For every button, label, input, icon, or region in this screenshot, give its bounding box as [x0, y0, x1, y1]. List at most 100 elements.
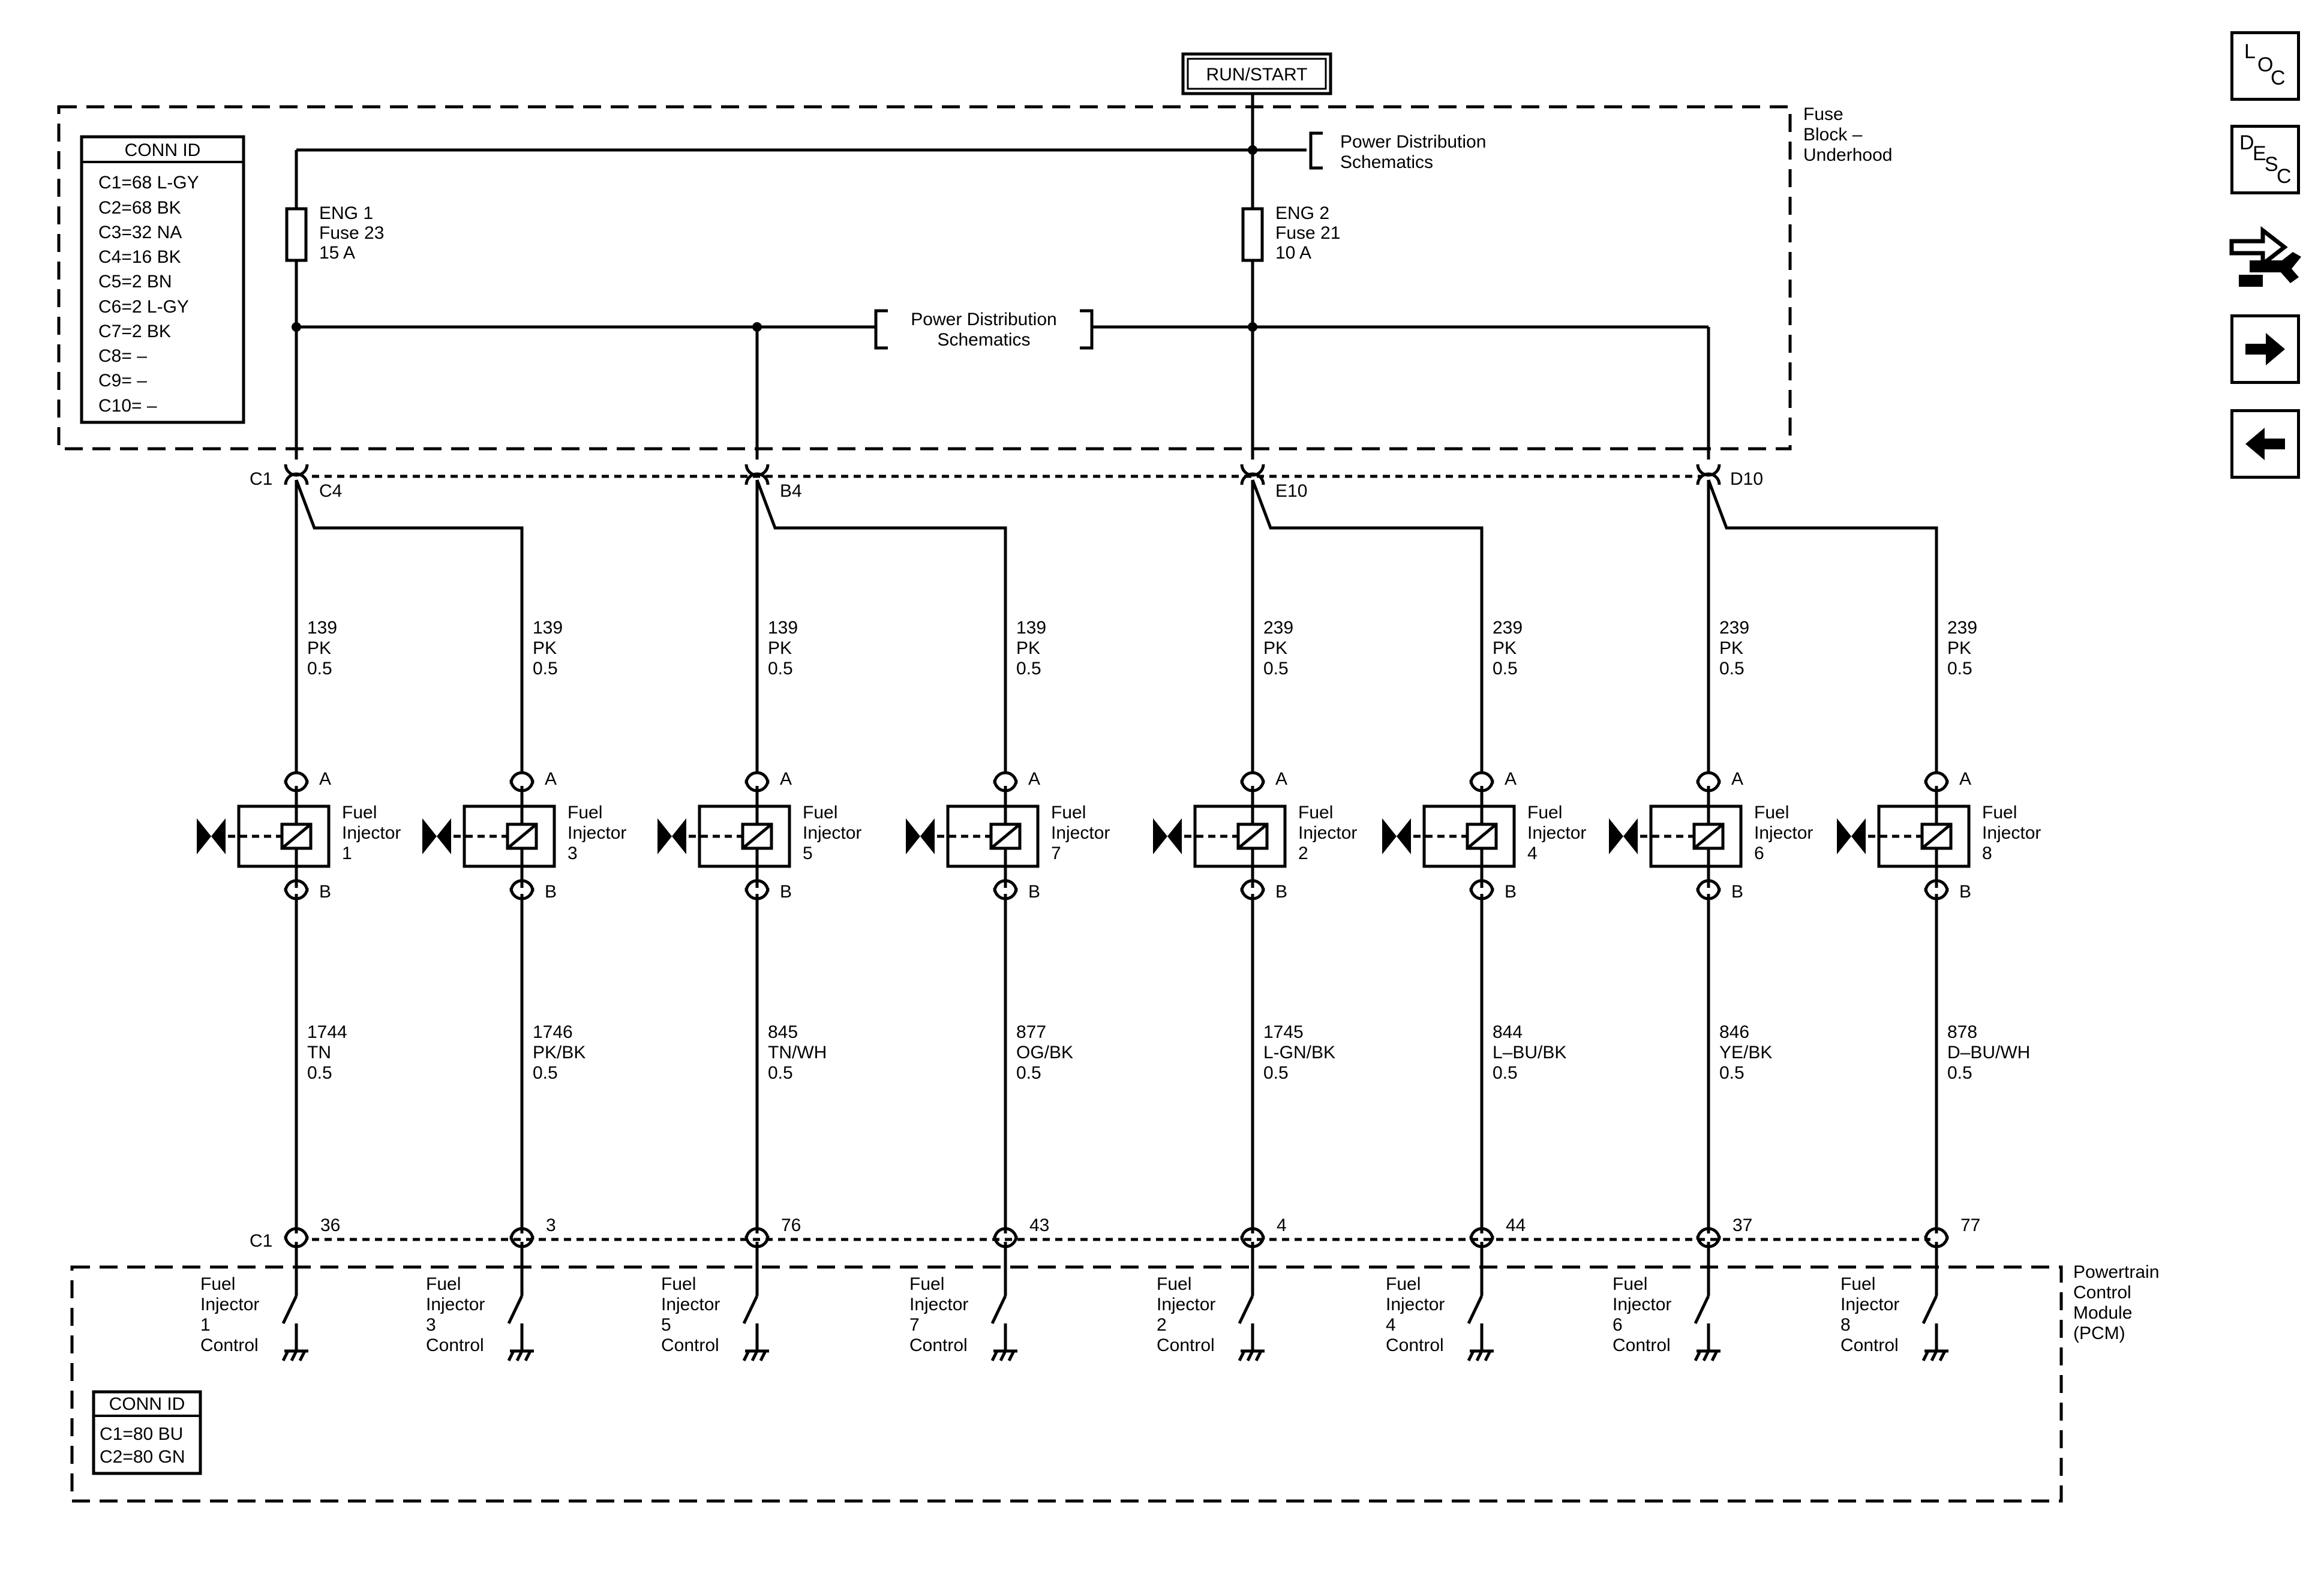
connector-pin [509, 771, 535, 784]
ground-icon [507, 1349, 534, 1362]
injector-channel: 139PK0.5AFuelInjector7B877OG/BK0.543Fuel… [906, 618, 1110, 1362]
pin-b-label: B [1959, 882, 1971, 902]
pcm-channel-label: Injector [200, 1295, 259, 1314]
desc-letter: S [2265, 153, 2278, 176]
control-circuit: 1746 [533, 1022, 573, 1042]
loc-button[interactable]: L O C [2230, 31, 2300, 101]
svg-text:C2=68 BK: C2=68 BK [98, 198, 181, 218]
pcm-channel-label: 5 [661, 1315, 671, 1335]
connector-tool-icon[interactable] [2227, 217, 2305, 295]
svg-text:Schematics: Schematics [937, 330, 1030, 350]
top-pin-label: C4 [319, 481, 342, 501]
injector-number: 6 [1754, 843, 1764, 863]
pin-a-label: A [1505, 769, 1517, 789]
solenoid-slash [990, 823, 1021, 849]
pcm-pin-label: 36 [320, 1215, 340, 1235]
pin-a-label: A [1731, 769, 1743, 789]
pcm-channel-label: Fuel [1157, 1274, 1191, 1294]
conn-id-table-bottom: CONN ID C1=80 BU C2=80 GN [92, 1390, 202, 1475]
desc-letter: E [2253, 142, 2266, 165]
connector-pin [1469, 879, 1494, 892]
connector-pin [1696, 879, 1721, 892]
svg-text:Fuse 21: Fuse 21 [1275, 223, 1340, 243]
supply-color: PK [1947, 638, 1971, 658]
injector-name: Injector [803, 823, 861, 843]
fuse-block-label: Fuse Block – Underhood [1803, 104, 1892, 165]
driver-switch [1694, 1295, 1710, 1325]
control-color: TN/WH [768, 1043, 827, 1062]
driver-switch [1238, 1295, 1254, 1325]
fuse-eng1: ENG 1 Fuse 23 15 A [285, 203, 384, 263]
prev-page-button[interactable] [2230, 409, 2300, 479]
driver-switch [1467, 1295, 1484, 1325]
valve-icon [1153, 818, 1182, 854]
conn-id-table-top: CONN ID C1=68 L-GY C2=68 BK C3=32 NA C4=… [80, 135, 245, 424]
connector-pin [284, 472, 309, 485]
svg-text:C1=68 L-GY: C1=68 L-GY [98, 173, 199, 193]
connector-pin [993, 879, 1018, 892]
supply-gauge: 0.5 [1016, 659, 1041, 679]
pcm-channel-label: Fuel [1840, 1274, 1875, 1294]
svg-text:Schematics: Schematics [1340, 152, 1433, 172]
pcm-channel-label: Fuel [909, 1274, 944, 1294]
supply-wire [295, 479, 524, 774]
injector-number: 4 [1527, 843, 1538, 863]
injector-number: 5 [803, 843, 813, 863]
control-gauge: 0.5 [533, 1063, 558, 1083]
pcm-channel-label: Control [1840, 1335, 1899, 1355]
solenoid-slash [1693, 823, 1724, 849]
pcm-channel-label: 1 [200, 1315, 211, 1335]
connector-pin [284, 1227, 309, 1240]
svg-text:ENG 2: ENG 2 [1275, 203, 1329, 223]
pcm-channel-label: Fuel [1613, 1274, 1647, 1294]
pin-b-label: B [545, 882, 557, 902]
pcm-channel-label: Control [661, 1335, 719, 1355]
svg-text:CONN ID: CONN ID [109, 1394, 185, 1414]
solenoid-slash [741, 823, 773, 849]
pcm-channel-label: Fuel [426, 1274, 461, 1294]
control-color: PK/BK [533, 1043, 585, 1062]
pcm-channel-label: Control [1386, 1335, 1444, 1355]
svg-text:Underhood: Underhood [1803, 145, 1892, 165]
driver-switch [1921, 1295, 1938, 1325]
pin-a-label: A [1959, 769, 1971, 789]
injector-name: Injector [342, 823, 401, 843]
supply-wire [755, 479, 1007, 774]
desc-letter: C [2277, 165, 2292, 188]
connector-pin [1924, 1227, 1949, 1240]
svg-text:C7=2 BK: C7=2 BK [98, 322, 171, 341]
pcm-channel-label: Control [1157, 1335, 1215, 1355]
solenoid-slash [506, 823, 538, 849]
pin-b-label: B [1028, 882, 1040, 902]
arrow-right-icon [2245, 333, 2285, 365]
svg-text:Module: Module [2073, 1303, 2132, 1323]
control-gauge: 0.5 [1719, 1063, 1744, 1083]
svg-text:C1=80 BU: C1=80 BU [100, 1424, 183, 1444]
valve-icon [1382, 818, 1411, 854]
ground-icon [1467, 1349, 1494, 1362]
ground-icon [742, 1349, 769, 1362]
control-color: L-GN/BK [1263, 1043, 1335, 1062]
supply-gauge: 0.5 [1947, 659, 1972, 679]
pin-b-label: B [319, 882, 331, 902]
loc-letter: C [2271, 67, 2286, 89]
next-page-button[interactable] [2230, 314, 2300, 384]
supply-color: PK [1016, 638, 1040, 658]
pcm-pin-label: 3 [546, 1215, 556, 1235]
desc-button[interactable]: D E S C [2230, 125, 2300, 194]
injector-channel: 239PK0.5AFuelInjector6B846YE/BK0.537Fuel… [1609, 464, 1938, 1362]
driver-switch [507, 1295, 524, 1325]
injector-name: Injector [1298, 823, 1357, 843]
connector-pin [284, 879, 309, 892]
connector-pin [1240, 1227, 1265, 1240]
injector-number: 1 [342, 843, 352, 863]
connector-pin [1924, 879, 1949, 892]
power-source-label: RUN/START [1206, 65, 1308, 85]
injector-name: Fuel [1754, 803, 1789, 822]
pin-b-label: B [1275, 882, 1287, 902]
valve-icon [1609, 818, 1638, 854]
connector-pin [744, 879, 770, 892]
top-pin-label: D10 [1730, 469, 1763, 489]
solenoid-slash [1466, 823, 1497, 849]
